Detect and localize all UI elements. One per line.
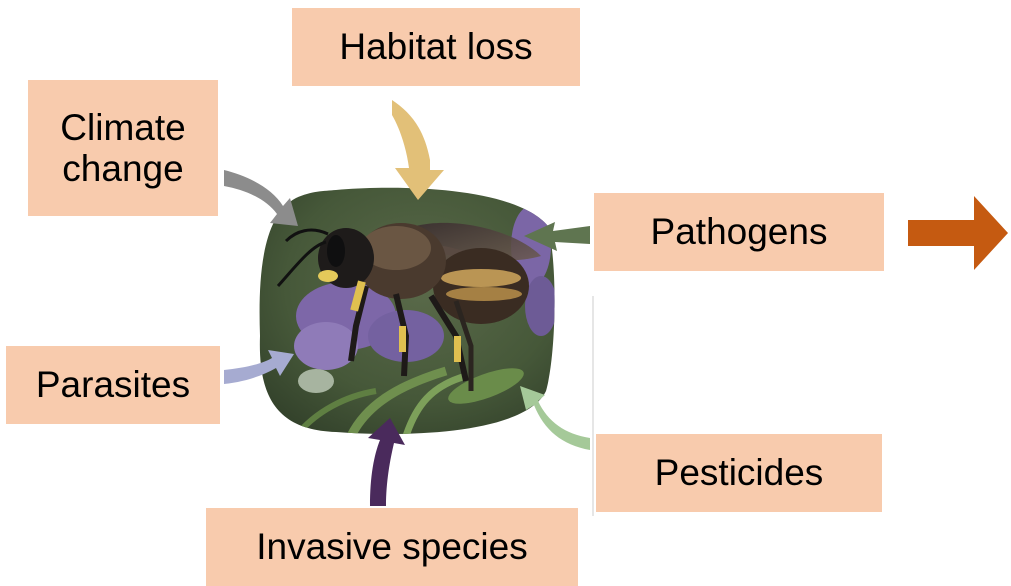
climate-change-arrow bbox=[224, 170, 298, 226]
parasites-arrow bbox=[224, 350, 294, 384]
invasive-species-arrow bbox=[368, 418, 405, 506]
pesticides-label: Pesticides bbox=[596, 434, 882, 512]
invasive-species-label: Invasive species bbox=[206, 508, 578, 586]
pathogens-arrow bbox=[524, 222, 590, 251]
parasites-label: Parasites bbox=[6, 346, 220, 424]
pesticides-arrow bbox=[520, 386, 590, 450]
outcome-arrow bbox=[908, 196, 1008, 270]
habitat-loss-label: Habitat loss bbox=[292, 8, 580, 86]
pathogens-label: Pathogens bbox=[594, 193, 884, 271]
climate-change-label: Climate change bbox=[28, 80, 218, 216]
habitat-loss-arrow bbox=[392, 100, 444, 200]
